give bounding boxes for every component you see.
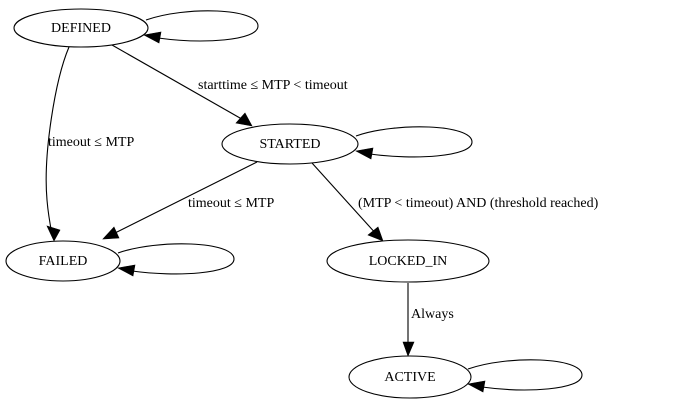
edge-defined-to-failed[interactable] — [45, 46, 70, 242]
edge-failed-self-loop[interactable] — [117, 243, 235, 277]
edge-failed-self-loop-path — [117, 243, 235, 275]
edge-started-to-failed-arrowhead — [102, 226, 120, 240]
node-started-label: STARTED — [259, 137, 320, 152]
node-active[interactable]: ACTIVE — [348, 355, 472, 399]
edge-defined-self-loop[interactable] — [143, 10, 259, 44]
edge-label-started-to-locked-in: (MTP < timeout) AND (threshold reached) — [358, 196, 599, 211]
edge-started-self-loop[interactable] — [355, 126, 473, 160]
edge-defined-to-failed-path — [45, 46, 70, 235]
node-locked-in[interactable]: LOCKED_IN — [326, 239, 490, 283]
edge-locked-in-to-active[interactable] — [402, 283, 415, 357]
edge-started-self-loop-path — [355, 126, 473, 158]
node-defined-ellipse — [13, 8, 149, 48]
edge-label-started-to-failed: timeout ≤ MTP — [188, 196, 274, 211]
node-started-ellipse — [221, 123, 359, 165]
edge-started-to-failed-path — [108, 161, 258, 237]
edge-label-defined-to-failed: timeout ≤ MTP — [48, 135, 134, 150]
node-active-label: ACTIVE — [384, 370, 435, 385]
node-defined[interactable]: DEFINED — [13, 8, 149, 48]
edge-active-self-loop-path — [467, 359, 583, 391]
edge-failed-self-loop-arrowhead — [117, 264, 136, 277]
edge-defined-to-started-path — [111, 44, 248, 123]
edge-defined-self-loop-path — [145, 10, 259, 42]
node-failed-ellipse — [5, 240, 121, 282]
edge-started-to-locked-in-arrowhead — [367, 226, 384, 242]
edge-defined-to-started[interactable] — [111, 44, 253, 127]
node-locked-in-ellipse — [326, 239, 490, 283]
node-failed[interactable]: FAILED — [5, 240, 121, 282]
edge-defined-to-failed-arrowhead — [46, 225, 61, 242]
node-active-ellipse — [348, 355, 472, 399]
node-started[interactable]: STARTED — [221, 123, 359, 165]
edge-active-self-loop[interactable] — [467, 359, 583, 393]
edge-defined-self-loop-arrowhead — [143, 31, 162, 44]
edge-label-defined-to-started: starttime ≤ MTP < timeout — [198, 78, 348, 93]
edge-started-to-locked-in[interactable] — [311, 162, 384, 242]
node-locked-in-label: LOCKED_IN — [369, 254, 448, 269]
edge-label-locked-in-to-active: Always — [411, 307, 454, 322]
edge-defined-to-started-arrowhead — [235, 112, 253, 127]
node-failed-label: FAILED — [39, 254, 88, 269]
edge-active-self-loop-arrowhead — [467, 380, 486, 393]
edge-started-to-locked-in-path — [311, 162, 379, 237]
edge-started-to-failed[interactable] — [102, 161, 258, 240]
edge-started-self-loop-arrowhead — [355, 147, 374, 160]
edge-locked-in-to-active-arrowhead — [402, 341, 415, 357]
node-defined-label: DEFINED — [51, 21, 111, 36]
